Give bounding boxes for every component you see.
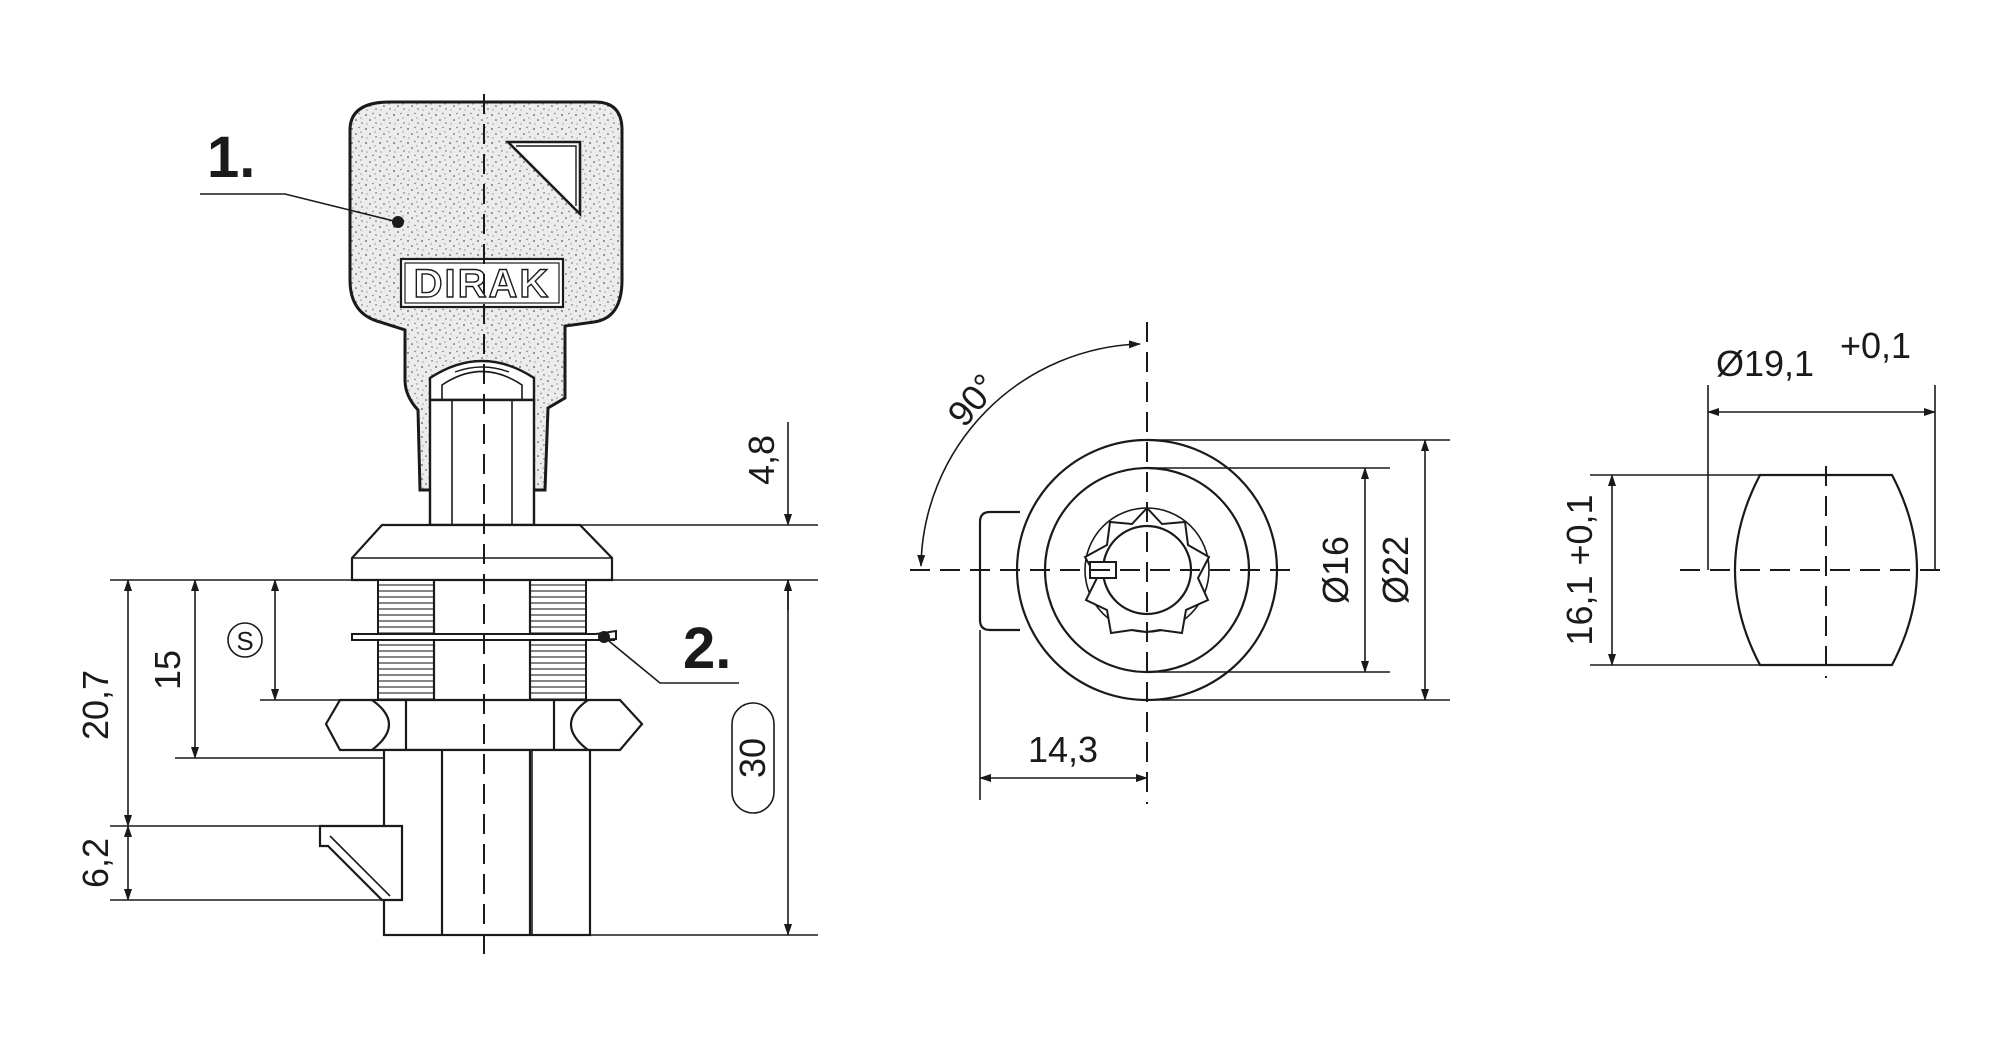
symbol-s: S <box>236 626 253 656</box>
svg-text:+0,1: +0,1 <box>1840 325 1911 366</box>
key-brand-label: DIRAK <box>414 262 551 306</box>
front-view: 90° Ø16 Ø22 14,3 <box>910 322 1450 804</box>
svg-text:16,1 +0,1: 16,1 +0,1 <box>1559 494 1600 645</box>
callout-nut-label: 2. <box>683 616 731 681</box>
svg-text:Ø16: Ø16 <box>1315 536 1356 604</box>
svg-text:6,2: 6,2 <box>75 838 116 888</box>
svg-text:15: 15 <box>147 650 188 690</box>
dim-cam-offset: 14,3 <box>979 630 1148 800</box>
callout-1: 1. <box>200 125 404 228</box>
svg-text:Ø19,1: Ø19,1 <box>1716 343 1814 384</box>
dim-total-length: 30 <box>590 579 818 936</box>
key-neck-loop <box>428 359 536 402</box>
svg-text:Ø22: Ø22 <box>1375 536 1416 604</box>
cylinder-head <box>350 523 614 582</box>
key-blade-stem <box>428 398 536 527</box>
cam-tongue <box>318 824 404 902</box>
dim-symbol-s: S <box>227 579 340 701</box>
dim-diameters: Ø16 Ø22 <box>1147 439 1450 701</box>
lower-body <box>318 748 592 937</box>
callout-key-label: 1. <box>207 125 255 190</box>
dim-panel-thickness: 15 <box>147 579 384 759</box>
svg-text:20,7: 20,7 <box>75 670 116 740</box>
svg-text:4,8: 4,8 <box>741 435 782 485</box>
key: DIRAK <box>348 100 624 527</box>
cutout-view: Ø19,1 +0,1 16,1 +0,1 <box>1559 325 1944 678</box>
key-brand-plate <box>399 257 565 309</box>
key-triangle-marker <box>504 140 582 218</box>
dim-cam-height: 6,2 <box>75 825 384 901</box>
svg-text:90°: 90° <box>939 366 1005 434</box>
dim-key-protrusion: 4,8 <box>570 422 818 610</box>
dim-cutout-width: Ø19,1 +0,1 <box>1707 325 1936 570</box>
svg-text:30: 30 <box>732 738 773 778</box>
side-view: DIRAK <box>75 94 818 964</box>
dim-thread-length: 20,7 <box>75 579 352 827</box>
callout-2: 2. <box>598 616 739 684</box>
dim-cutout-height: 16,1 +0,1 <box>1559 474 1760 666</box>
svg-text:14,3: 14,3 <box>1028 729 1098 770</box>
